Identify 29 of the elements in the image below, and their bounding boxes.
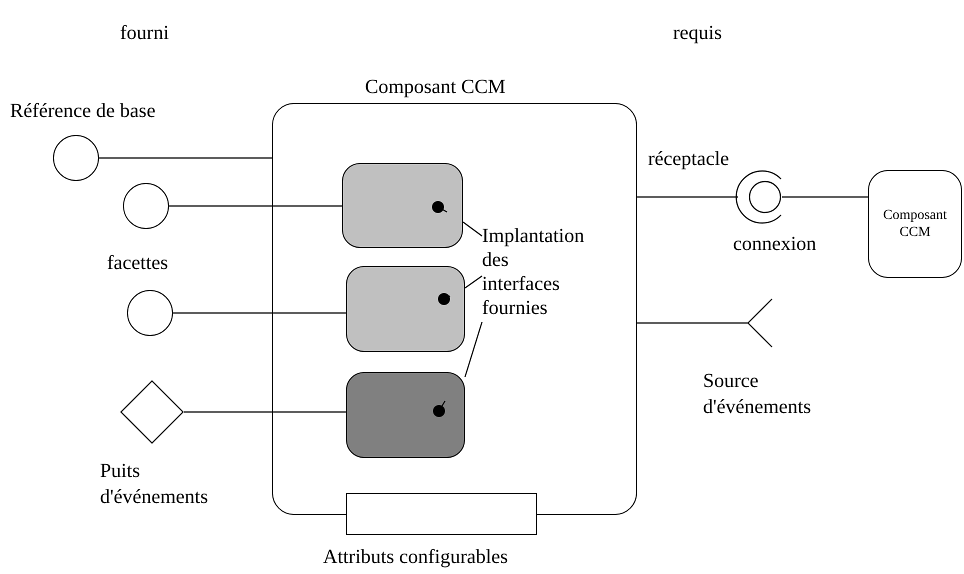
connector-line — [99, 157, 272, 159]
event-source-connector — [636, 298, 773, 348]
port-label: Référence de base — [10, 99, 156, 124]
event-sink-diamond — [120, 380, 184, 444]
port-label: Puits d'événements — [100, 459, 210, 510]
connector-line — [637, 196, 738, 198]
attribute-bar — [346, 493, 537, 535]
connector-line — [169, 205, 342, 207]
leader-line — [464, 276, 482, 288]
connector-line — [184, 411, 346, 413]
connector-line — [782, 196, 868, 198]
port-label: connexion — [733, 232, 816, 257]
implementation-box — [346, 372, 465, 458]
receptacle-socket-symbol — [738, 170, 782, 224]
leader-line — [464, 322, 483, 378]
connector-line — [173, 312, 346, 314]
component-title: Composant CCM — [365, 75, 506, 100]
port-label: réceptacle — [648, 147, 730, 172]
leader-line — [462, 222, 482, 236]
component-box — [272, 103, 637, 515]
port-label: Source d'événements — [703, 369, 812, 420]
column-heading: requis — [673, 21, 722, 46]
callout-text: Implantation des interfaces fournies — [482, 224, 588, 320]
component-box: Composant CCM — [868, 170, 962, 278]
column-heading: fourni — [120, 21, 169, 46]
implementation-box — [342, 163, 463, 248]
facet-label: facettes — [107, 251, 168, 276]
attribute-label: Attributs configurables — [323, 545, 508, 570]
implementation-box — [346, 266, 465, 352]
